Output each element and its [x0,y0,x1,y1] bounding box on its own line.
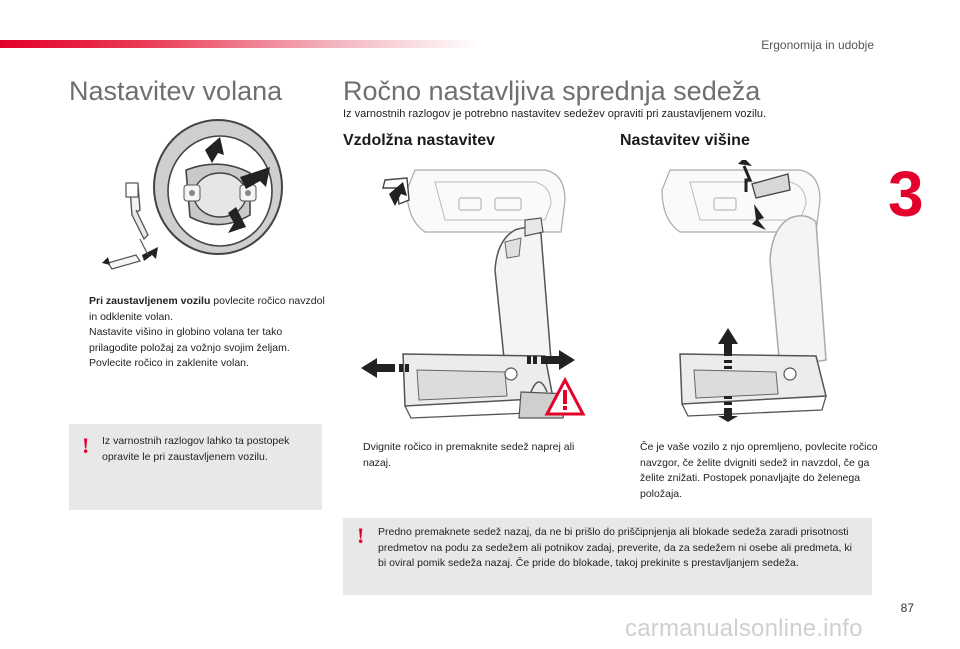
instruction-text: Dvignite ročico in premaknite sedež napr… [363,441,575,469]
height-title: Nastavitev višine [620,132,750,149]
warning-icon: ! [82,433,90,458]
seat-longitudinal-illustration [361,169,586,419]
watermark: carmanualsonline.info [625,615,863,642]
seats-title: Ročno nastavljiva sprednja sedeža [343,76,761,106]
longitudinal-instructions: Dvignite ročico in premaknite sedež napr… [343,440,603,471]
chapter-number: 3 [888,158,924,230]
seat-warning-box: ! Predno premaknete sedež nazaj, da ne b… [343,518,872,595]
section-header: Ergonomija in udobje [761,38,874,52]
warning-icon: ! [357,523,365,548]
list-item: Nastavite višino in globino volana ter t… [69,325,327,356]
longitudinal-title: Vzdolžna nastavitev [343,132,496,149]
height-instructions: Če je vaše vozilo z njo opremljeno, povl… [620,440,880,502]
instruction-text: povlecite ročico navzdol in odklenite vo… [89,295,325,323]
instruction-text: Če je vaše vozilo z njo opremljeno, povl… [640,441,878,500]
instruction-bold: Pri zaustavljenem vozilu [89,295,211,307]
steering-warning-text: Iz varnostnih razlogov lahko ta postopek… [102,435,290,463]
steering-warning-box: ! Iz varnostnih razlogov lahko ta postop… [69,424,322,510]
instruction-text: Povlecite ročico in zaklenite volan. [89,357,249,369]
steering-instructions: Pri zaustavljenem vozilu povlecite ročic… [69,294,327,372]
steering-wheel-illustration [102,119,283,270]
list-item: Če je vaše vozilo z njo opremljeno, povl… [620,440,880,502]
steering-title: Nastavitev volana [69,76,283,106]
list-item: Dvignite ročico in premaknite sedež napr… [343,440,603,471]
list-item: Povlecite ročico in zaklenite volan. [69,356,327,372]
seat-warning-text: Predno premaknete sedež nazaj, da ne bi … [378,526,852,569]
seats-intro: Iz varnostnih razlogov je potrebno nasta… [343,108,767,120]
seat-height-illustration [661,160,827,422]
page-number: 87 [900,601,914,615]
header-accent-bar [0,40,480,48]
instruction-text: Nastavite višino in globino volana ter t… [89,326,290,354]
list-item: Pri zaustavljenem vozilu povlecite ročic… [69,294,327,325]
